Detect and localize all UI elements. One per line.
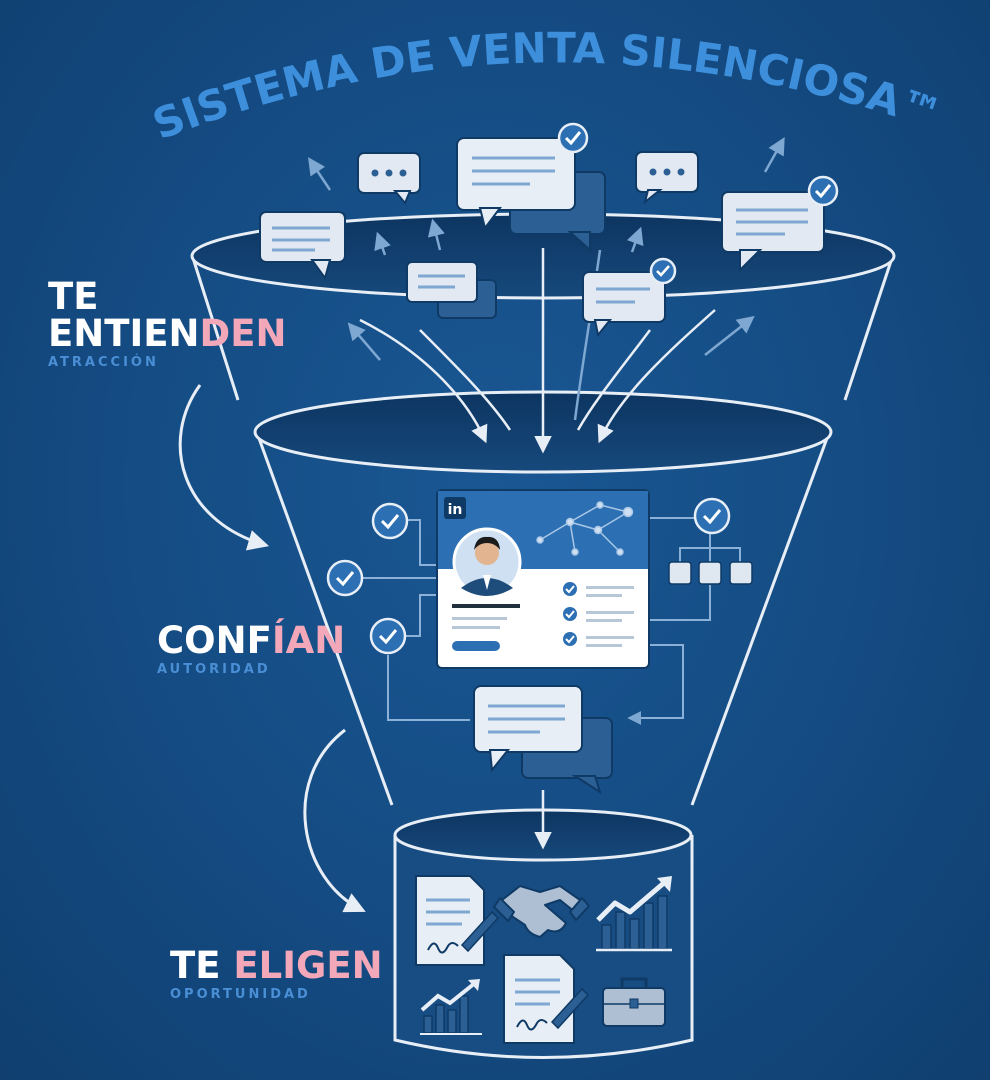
briefcase-icon: [602, 977, 666, 1027]
org-chart-icon: [668, 561, 753, 585]
stage-label-part: ELIGEN: [233, 944, 383, 987]
stage-label-part: DEN: [199, 312, 287, 355]
system-title-text: SISTEMA DE VENTA SILENCIOSA™: [146, 23, 947, 149]
chat-bubble-icon: [473, 685, 613, 795]
signed-contract-icon: [503, 954, 590, 1044]
chat-bubble-icon: [582, 257, 677, 338]
stage-arrow-1: [178, 384, 270, 551]
avatar: [452, 527, 522, 597]
stage-label-confian: CONFÍAN AUTORIDAD: [157, 622, 345, 676]
authority-connectors: [362, 517, 741, 725]
chat-bubble-icon: [721, 175, 839, 273]
stage-arrow-2: [303, 728, 366, 913]
handshake-icon: [493, 885, 590, 938]
stage-sublabel: ATRACCIÓN: [48, 355, 159, 370]
system-title: SISTEMA DE VENTA SILENCIOSA™: [146, 23, 947, 149]
check-icon: [371, 502, 409, 540]
chat-bubble-icon: [456, 122, 606, 253]
growth-chart-icon: [420, 979, 482, 1035]
chat-bubble-icon: [406, 261, 497, 319]
attraction-flow-arrows: [308, 136, 785, 454]
growth-chart-icon: [596, 876, 672, 952]
stage-label-part: CONF: [157, 619, 272, 662]
check-icon: [563, 582, 577, 646]
stage-sublabel: OPORTUNIDAD: [170, 987, 311, 1002]
signed-contract-icon: [415, 875, 500, 966]
typing-bubble-icon: [635, 151, 699, 205]
stage-label-part: ÍAN: [271, 619, 346, 662]
linkedin-icon: in: [448, 502, 463, 518]
typing-bubble-icon: [357, 152, 421, 205]
stage-sublabel: AUTORIDAD: [157, 662, 271, 677]
chat-bubble-icon: [259, 211, 346, 281]
stage-label-part: TE: [170, 944, 234, 987]
stage-label-line: TE: [48, 275, 99, 318]
linkedin-profile-card: in: [436, 489, 650, 669]
check-icon: [369, 617, 407, 655]
check-icon: [693, 497, 731, 535]
stage-label-part: ENTIEN: [48, 312, 200, 355]
stage-label-entienden: TE ENTIENDEN ATRACCIÓN: [48, 278, 286, 369]
stage-label-eligen: TE ELIGEN OPORTUNIDAD: [170, 947, 383, 1001]
check-icon: [326, 559, 364, 597]
